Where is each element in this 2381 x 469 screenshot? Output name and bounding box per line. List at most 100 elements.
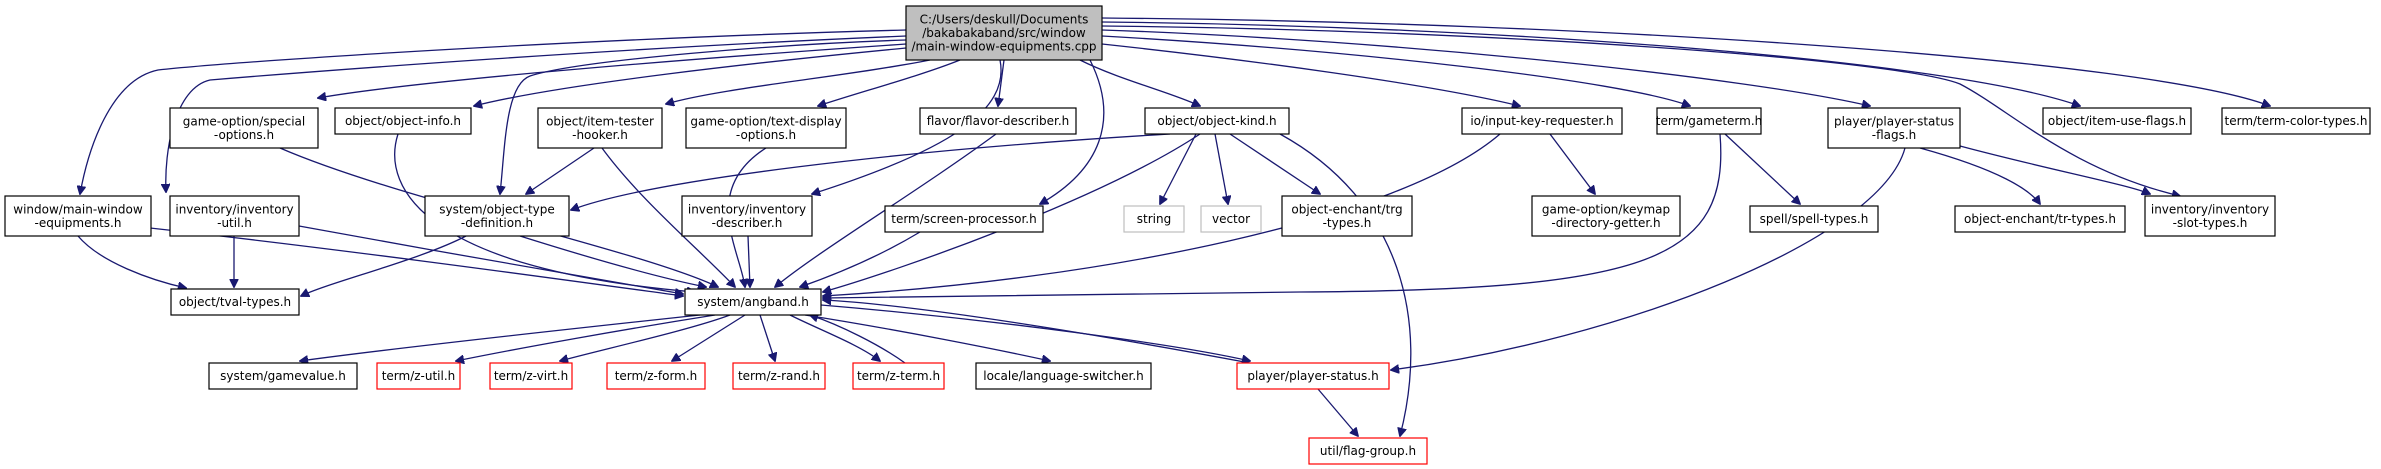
edge-gameterm-to-angband xyxy=(823,133,1722,298)
node-pstatus[interactable]: player/player-status.h xyxy=(1236,362,1390,390)
node-itemtester[interactable]: object/item-tester-hooker.h xyxy=(537,107,663,149)
node-label: /bakabakaband/src/window xyxy=(922,26,1086,40)
node-invutil[interactable]: inventory/inventory-util.h xyxy=(169,195,300,237)
node-box xyxy=(1656,107,1762,135)
node-root[interactable]: C:/Users/deskull/Documents/bakabakaband/… xyxy=(905,5,1103,61)
edge-wme-to-tval xyxy=(77,235,186,288)
node-label: flavor/flavor-describer.h xyxy=(927,114,1070,128)
node-invslot[interactable]: inventory/inventory-slot-types.h xyxy=(2144,195,2276,237)
node-label: -describer.h xyxy=(712,216,783,230)
edge-psflags-to-pstatus xyxy=(1391,147,1906,370)
node-box xyxy=(169,195,300,237)
file-nodes: C:/Users/deskull/Documents/bakabakaband/… xyxy=(4,5,2371,465)
node-label: -flags.h xyxy=(1872,128,1917,142)
node-gospecial[interactable]: game-option/special-options.h xyxy=(169,107,319,149)
edge-inputkey-to-keymap xyxy=(1549,133,1595,194)
node-label: object/item-tester xyxy=(546,114,654,128)
node-enchtrg[interactable]: object-enchant/trg-types.h xyxy=(1281,195,1413,237)
node-zrand[interactable]: term/z-rand.h xyxy=(732,362,826,390)
node-flaggroup[interactable]: util/flag-group.h xyxy=(1308,437,1428,465)
node-label: -directory-getter.h xyxy=(1551,216,1660,230)
node-label: game-option/keymap xyxy=(1542,202,1670,216)
edge-angband-to-zterm xyxy=(789,314,880,361)
node-label: system/angband.h xyxy=(697,295,809,309)
node-box xyxy=(1281,195,1413,237)
node-gameterm[interactable]: term/gameterm.h xyxy=(1656,107,1763,135)
node-label: -definition.h xyxy=(461,216,533,230)
edge-objkind-to-string xyxy=(1160,133,1197,204)
edge-root-to-objinfo xyxy=(474,47,907,106)
node-objkind[interactable]: object/object-kind.h xyxy=(1144,107,1290,135)
node-flavor[interactable]: flavor/flavor-describer.h xyxy=(919,107,1077,135)
node-box xyxy=(2042,107,2192,135)
node-label: object/object-kind.h xyxy=(1157,114,1276,128)
node-wme[interactable]: window/main-window-equipments.h xyxy=(4,195,152,237)
node-label: window/main-window xyxy=(13,202,143,216)
edge-angband-to-zrand xyxy=(759,314,775,361)
node-zvirt[interactable]: term/z-virt.h xyxy=(489,362,573,390)
edge-objtype-to-angband xyxy=(519,235,706,287)
node-box xyxy=(1236,362,1390,390)
node-label: object/object-info.h xyxy=(345,114,461,128)
node-termcolor[interactable]: term/term-color-types.h xyxy=(2221,107,2371,135)
node-box xyxy=(334,107,472,135)
edge-angband-to-zvirt xyxy=(560,314,731,361)
node-label: term/z-form.h xyxy=(615,369,698,383)
node-label: /main-window-equipments.cpp xyxy=(911,40,1096,54)
node-gotext[interactable]: game-option/text-display-options.h xyxy=(685,107,847,149)
node-box xyxy=(732,362,826,390)
node-lang[interactable]: locale/language-switcher.h xyxy=(975,362,1152,390)
node-box xyxy=(376,362,461,390)
node-box xyxy=(606,362,706,390)
node-box xyxy=(489,362,573,390)
node-label: object-enchant/tr-types.h xyxy=(1964,212,2116,226)
edge-objkind-to-enchtrg xyxy=(1229,133,1320,194)
edge-pstatus-to-angband xyxy=(823,300,1251,364)
node-label: term/term-color-types.h xyxy=(2225,114,2368,128)
edge-gameterm-to-spell xyxy=(1724,133,1800,204)
edge-root-to-inputkey xyxy=(1101,43,1520,106)
node-invdesc[interactable]: inventory/inventory-describer.h xyxy=(681,195,813,237)
node-label: term/gameterm.h xyxy=(1656,114,1763,128)
node-objtype[interactable]: system/object-type-definition.h xyxy=(424,195,570,237)
node-keymap[interactable]: game-option/keymap-directory-getter.h xyxy=(1531,195,1681,237)
node-box xyxy=(975,362,1152,390)
node-string[interactable]: string xyxy=(1123,205,1185,233)
edge-zterm-to-angband xyxy=(810,315,906,364)
node-label: -types.h xyxy=(1323,216,1372,230)
node-zterm[interactable]: term/z-term.h xyxy=(852,362,945,390)
node-tval[interactable]: object/tval-types.h xyxy=(170,288,300,316)
node-screen[interactable]: term/screen-processor.h xyxy=(884,205,1044,233)
node-box xyxy=(884,205,1044,233)
node-enchtr[interactable]: object-enchant/tr-types.h xyxy=(1954,205,2126,233)
node-gamevalue[interactable]: system/gamevalue.h xyxy=(208,362,358,390)
edge-root-to-gotext xyxy=(818,59,961,106)
node-psflags[interactable]: player/player-status-flags.h xyxy=(1827,107,1961,149)
node-box xyxy=(1461,107,1623,135)
edge-itemtester-to-objtype xyxy=(526,147,595,194)
edge-angband-to-lang xyxy=(804,314,1050,361)
node-vector[interactable]: vector xyxy=(1200,205,1262,233)
node-label: -options.h xyxy=(214,128,274,142)
node-label: -options.h xyxy=(736,128,796,142)
edge-screen-to-angband xyxy=(800,231,921,287)
node-objinfo[interactable]: object/object-info.h xyxy=(334,107,472,135)
node-box xyxy=(1954,205,2126,233)
edge-root-to-psflags xyxy=(1101,29,1870,106)
node-spell[interactable]: spell/spell-types.h xyxy=(1749,205,1879,233)
node-box xyxy=(170,288,300,316)
edge-itemtester-to-angband xyxy=(601,147,735,287)
node-label: spell/spell-types.h xyxy=(1760,212,1869,226)
edge-root-to-objtype xyxy=(500,39,907,194)
node-angband[interactable]: system/angband.h xyxy=(684,288,822,316)
node-itemuse[interactable]: object/item-use-flags.h xyxy=(2042,107,2192,135)
node-zform[interactable]: term/z-form.h xyxy=(606,362,706,390)
edge-root-to-gospecial xyxy=(318,43,907,98)
node-inputkey[interactable]: io/input-key-requester.h xyxy=(1461,107,1623,135)
node-zutil[interactable]: term/z-util.h xyxy=(376,362,461,390)
edge-flavor-to-angband xyxy=(775,133,997,287)
node-label: player/player-status.h xyxy=(1247,369,1378,383)
edge-root-to-screen xyxy=(1040,59,1105,204)
node-box xyxy=(685,107,847,149)
